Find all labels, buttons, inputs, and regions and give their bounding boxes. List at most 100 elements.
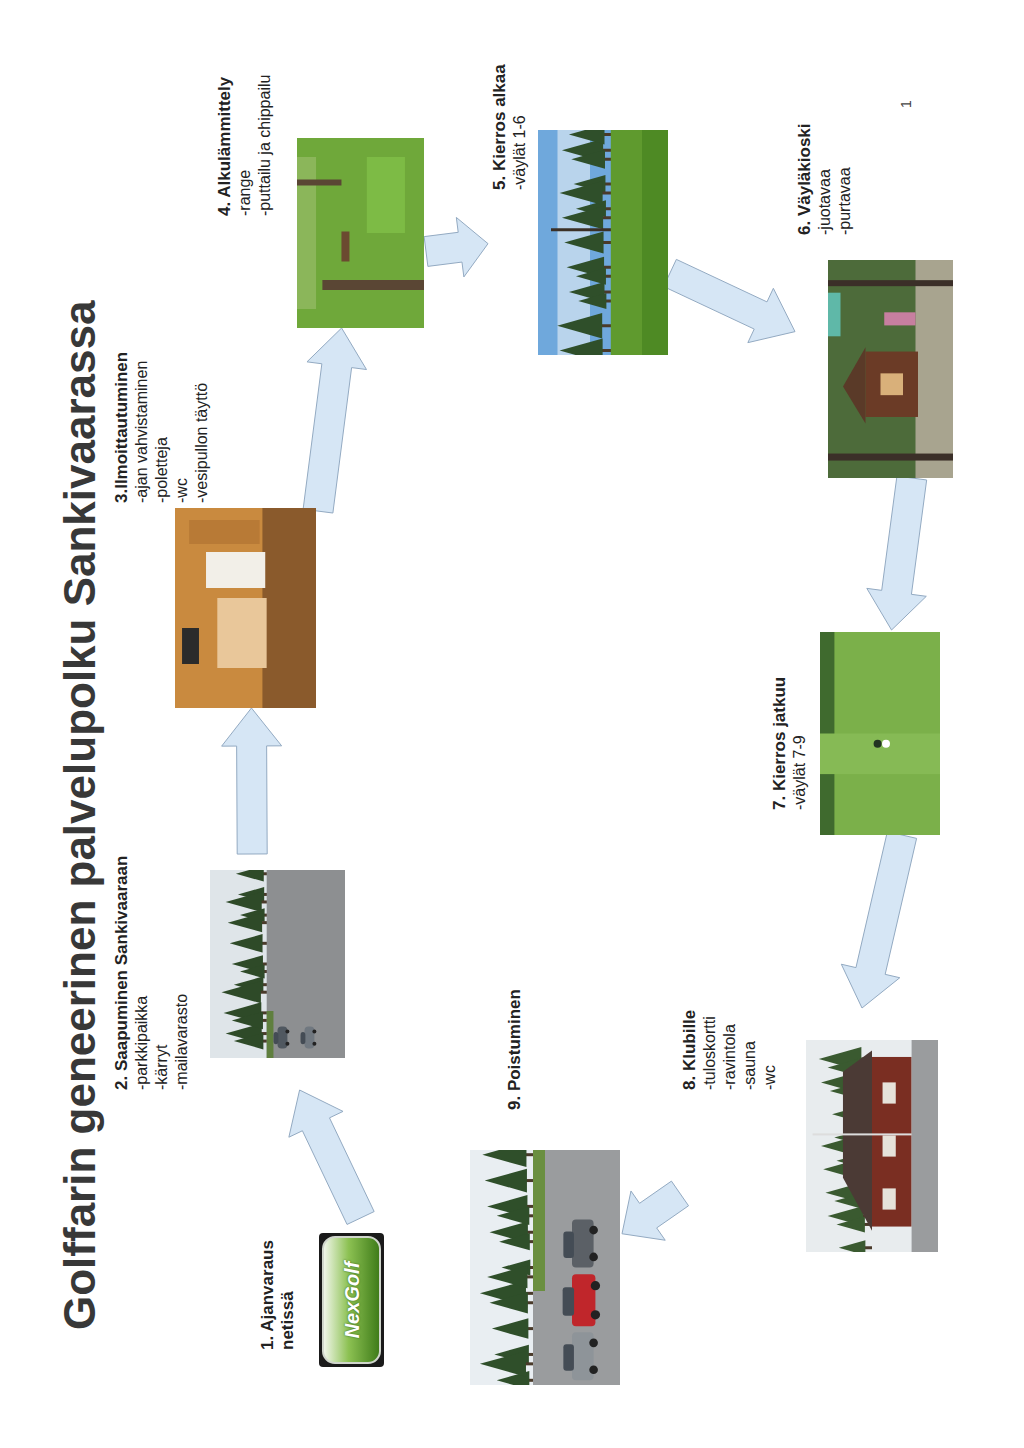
fairway <box>611 130 668 355</box>
step-heading: 6. Väyläkioski <box>795 123 815 235</box>
step-box: 4. Alkulämmittely-range-puttailu ja chip… <box>215 73 426 328</box>
step-photo <box>828 260 953 478</box>
tree-crown <box>240 965 265 979</box>
tree-crown <box>487 1266 527 1289</box>
flow-arrow <box>222 708 282 854</box>
step-item: -vesipullon täyttö <box>192 352 212 503</box>
person <box>884 312 915 325</box>
step-text: 4. Alkulämmittely-range-puttailu ja chip… <box>215 75 275 216</box>
flow-arrow <box>664 259 795 342</box>
tree-crown <box>497 1207 530 1225</box>
flow-arrow <box>622 1181 689 1240</box>
step-box: 7. Kierros jatkuu-väylät 7-9 <box>768 630 942 835</box>
car-window <box>301 1032 306 1044</box>
step-photo <box>806 1040 938 1252</box>
verge <box>533 1150 545 1291</box>
tree-crown <box>480 1351 526 1377</box>
car-wheel <box>312 1029 316 1033</box>
step-text: 7. Kierros jatkuu-väylät 7-9 <box>770 677 810 810</box>
step-photo <box>470 1150 620 1385</box>
step-item: -wc <box>760 1010 780 1090</box>
tree-crown <box>571 150 605 169</box>
car <box>305 1027 315 1049</box>
tree-crown <box>490 1292 528 1314</box>
wall <box>175 508 316 708</box>
kiosk-building <box>866 352 919 417</box>
screen <box>182 628 199 664</box>
step-heading: 8. Klubille <box>680 1010 700 1090</box>
car-wheel <box>589 1339 598 1348</box>
shelf <box>206 552 265 588</box>
car-wheel <box>591 1281 600 1290</box>
clubhouse <box>872 1057 912 1227</box>
step-text: 8. Klubille-tuloskortti-ravintola-sauna-… <box>680 1010 780 1090</box>
step-heading: 2. Saapuminen Sankivaaraan <box>112 856 132 1090</box>
sky <box>538 130 668 355</box>
tree-crown <box>562 206 603 229</box>
step-item: -wc <box>172 352 192 503</box>
step-text: 2. Saapuminen Sankivaaraan-parkkipaikka-… <box>112 856 192 1090</box>
step-text: 6. Väyläkioski-juotavaa-purtavaa <box>795 123 855 235</box>
tree-trunk <box>828 454 953 461</box>
step-photo <box>820 632 940 835</box>
car-wheel <box>312 1042 316 1046</box>
step-heading: 3.Ilmoittautuminen <box>112 352 132 503</box>
tree-crown <box>226 892 262 912</box>
page-title: Golffarin geneerinen palvelupolku Sankiv… <box>54 301 106 1331</box>
step-item: -mailavarasto <box>172 856 192 1090</box>
car <box>572 1220 594 1268</box>
page-number: 1 <box>898 100 914 108</box>
step-text: 3.Ilmoittautuminen-ajan vahvistaminen-po… <box>112 352 212 503</box>
step-photo <box>210 870 345 1058</box>
tree-trunk <box>297 180 341 186</box>
window <box>883 1188 896 1209</box>
step-box: NexGolf1. Ajanvaraus netissä <box>255 1218 387 1368</box>
tree-crown <box>578 293 606 309</box>
step-text: 5. Kierros alkaa-väylät 1-6 <box>490 64 530 190</box>
car <box>572 1274 595 1326</box>
tree-crown <box>482 1150 526 1167</box>
car-wheel <box>591 1310 600 1319</box>
path <box>916 260 954 478</box>
car-wheel <box>589 1253 598 1262</box>
step-heading: 4. Alkulämmittely <box>215 75 235 216</box>
step-item: -sauna <box>740 1010 760 1090</box>
roof <box>843 347 866 423</box>
step-item: -ajan vahvistaminen <box>132 352 152 503</box>
step-item: -purtavaa <box>835 123 855 235</box>
tree-crown <box>236 870 264 882</box>
tree-crown <box>492 1318 528 1339</box>
flag-pole <box>813 1133 912 1135</box>
kiosk-window <box>881 373 904 395</box>
flow-arrow <box>424 217 488 277</box>
flow-arrow <box>841 832 916 1008</box>
step-text: 9. Poistuminen <box>505 989 525 1110</box>
grass <box>297 138 424 328</box>
putting-green <box>367 157 405 233</box>
step-heading: 5. Kierros alkaa <box>490 64 510 190</box>
rough <box>642 130 668 355</box>
step-box: 9. Poistuminen <box>470 987 622 1385</box>
sky <box>210 870 345 1058</box>
step-item: -juotavaa <box>815 123 835 235</box>
step-heading: 9. Poistuminen <box>505 989 525 1110</box>
step-photo <box>538 130 668 355</box>
car <box>278 1027 288 1049</box>
flow-arrow <box>289 1090 374 1224</box>
step-box: 2. Saapuminen Sankivaaraan-parkkipaikka-… <box>110 854 347 1090</box>
car-wheel <box>285 1042 289 1046</box>
tree-crown <box>560 338 603 355</box>
shadow <box>874 740 882 748</box>
window <box>883 1135 896 1156</box>
tree-crown <box>839 1240 866 1252</box>
verge <box>267 1011 274 1058</box>
tree-crown <box>230 934 263 952</box>
car-window <box>563 1232 574 1258</box>
tree-crown <box>232 1012 263 1030</box>
roof <box>843 1051 872 1231</box>
asphalt <box>267 870 345 1058</box>
step-box: 8. Klubille-tuloskortti-ravintola-sauna-… <box>680 1008 940 1252</box>
flow-arrow <box>303 328 366 513</box>
step-item: -väylät 1-6 <box>510 64 530 190</box>
